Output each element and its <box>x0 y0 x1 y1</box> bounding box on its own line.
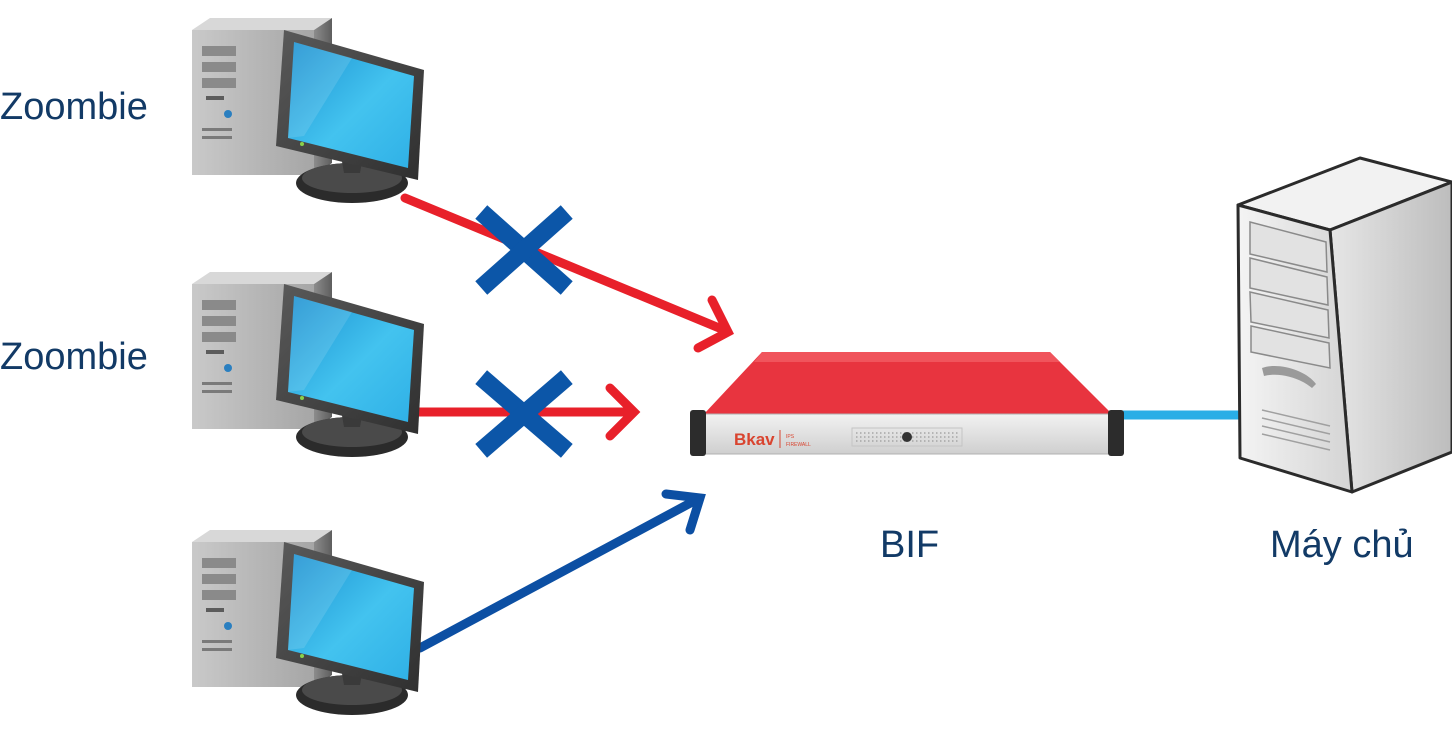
zombie-computer-1-icon <box>192 18 424 203</box>
server-label: Máy chủ <box>1270 524 1414 566</box>
firewall-label: BIF <box>880 524 940 566</box>
firewall-appliance-icon: Bkav IPS FIREWALL <box>690 352 1124 456</box>
firewall-brand: Bkav <box>734 430 775 449</box>
server-icon <box>1236 156 1452 494</box>
firewall-model-line1: IPS <box>786 434 795 440</box>
firewall-model-line2: FIREWALL <box>786 442 811 448</box>
zombie-computer-2-icon <box>192 272 424 457</box>
zombie-label-2: Zoombie <box>0 336 148 378</box>
zombie-label-1: Zoombie <box>0 86 148 128</box>
client-computer-icon <box>192 530 424 715</box>
allowed-connection <box>415 489 706 653</box>
block-mark-2-icon <box>475 370 573 458</box>
blocked-connection-1 <box>400 193 734 353</box>
block-mark-1-icon <box>475 205 573 295</box>
